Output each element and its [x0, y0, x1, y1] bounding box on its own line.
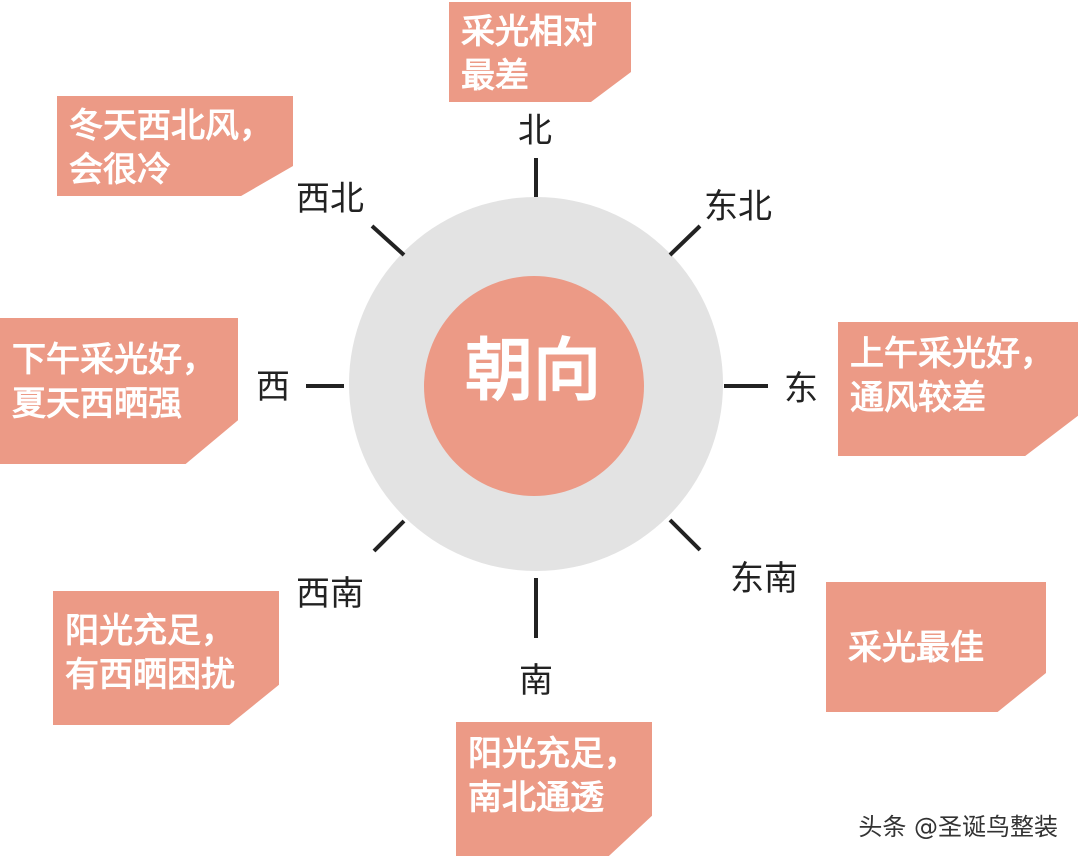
note-northwest-line-2: 会很冷 — [69, 150, 171, 191]
note-north: 采光相对 最差 — [449, 2, 631, 102]
note-northwest-line-1: 冬天西北风， — [69, 106, 273, 146]
note-west: 下午采光好， 夏天西晒强 — [0, 318, 238, 464]
direction-southwest: 西南 — [296, 574, 364, 614]
direction-northeast: 东北 — [704, 187, 772, 227]
note-north-line-1: 采光相对 — [461, 12, 597, 52]
note-southwest-line-2: 有西晒困扰 — [65, 655, 235, 696]
spoke-southwest — [372, 519, 406, 553]
note-south-line-2: 南北通透 — [468, 778, 604, 819]
center-label: 朝向 — [464, 332, 601, 411]
note-west-line-1: 下午采光好， — [12, 340, 216, 380]
spoke-northwest — [370, 224, 406, 257]
direction-south: 南 — [519, 661, 553, 701]
direction-east: 东 — [784, 369, 818, 409]
note-southwest: 阳光充足， 有西晒困扰 — [53, 591, 279, 725]
note-southeast-line-1: 采光最佳 — [848, 628, 984, 668]
spoke-southeast — [668, 518, 702, 552]
direction-west: 西 — [256, 367, 290, 407]
note-south: 阳光充足， 南北通透 — [456, 722, 652, 856]
note-east-line-2: 通风较差 — [850, 378, 986, 419]
watermark: 头条 @圣诞鸟整装 — [858, 813, 1058, 841]
note-northwest: 冬天西北风， 会很冷 — [57, 96, 293, 196]
note-east: 上午采光好， 通风较差 — [838, 322, 1078, 456]
note-east-line-1: 上午采光好， — [850, 334, 1054, 374]
note-west-line-2: 夏天西晒强 — [12, 384, 182, 425]
note-south-line-1: 阳光充足， — [468, 734, 638, 774]
note-southwest-line-1: 阳光充足， — [65, 611, 235, 651]
note-southeast: 采光最佳 — [826, 582, 1046, 712]
note-north-line-2: 最差 — [461, 56, 529, 97]
spoke-northeast — [668, 224, 702, 257]
direction-north: 北 — [518, 111, 552, 151]
center-circle — [424, 276, 644, 496]
direction-northwest: 西北 — [296, 179, 364, 219]
direction-southeast: 东南 — [730, 559, 798, 599]
